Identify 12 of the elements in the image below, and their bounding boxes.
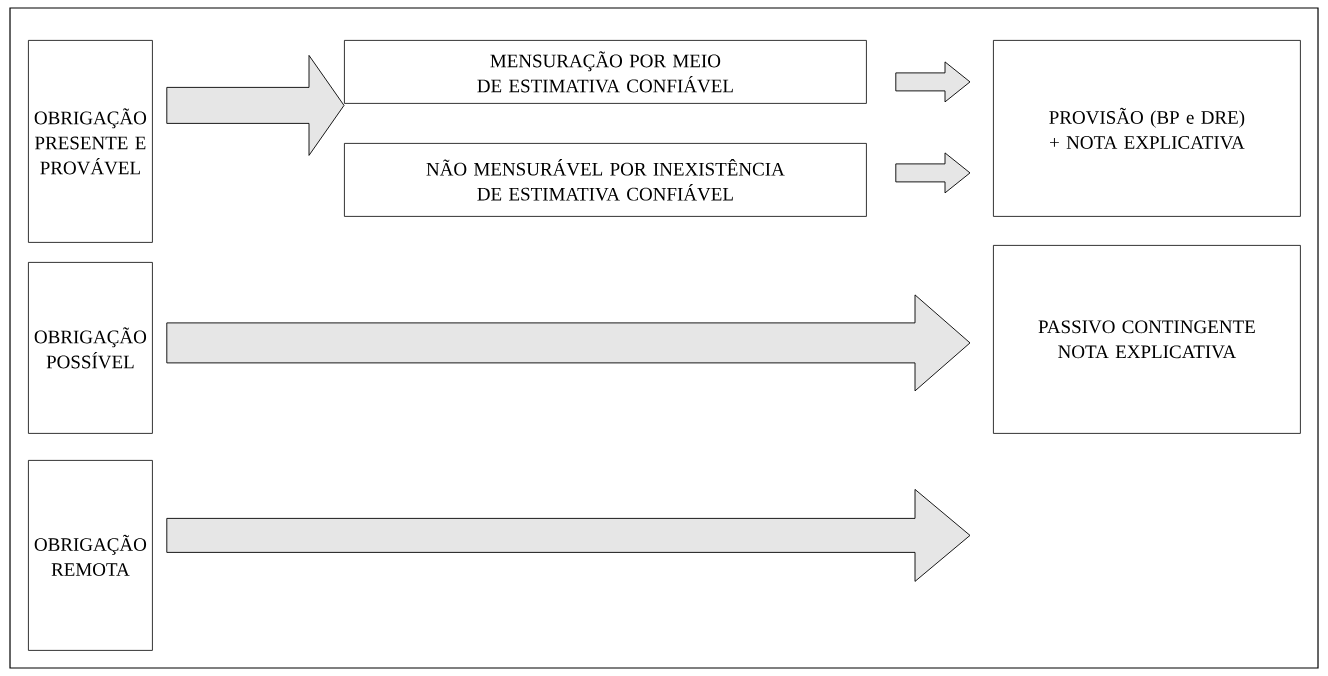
block-arrow — [166, 54, 345, 156]
block-arrow — [166, 294, 971, 392]
text-box: OBRIGAÇÃO PRESENTE E PROVÁVEL — [28, 40, 153, 243]
text-box: OBRIGAÇÃO POSSÍVEL — [28, 262, 153, 434]
block-arrow — [895, 61, 971, 103]
text-box: PROVISÃO (BP e DRE) + NOTA EXPLICATIVA — [993, 40, 1301, 217]
text-box: PASSIVO CONTINGENTE NOTA EXPLICATIVA — [993, 245, 1301, 434]
text-box: MENSURAÇÃO POR MEIO DE ESTIMATIVA CONFIÁVEL — [344, 40, 867, 104]
text-box: NÃO MENSURÁVEL POR INEXISTÊNCIA DE ESTIMATIVA CONFIÁVEL — [344, 143, 867, 217]
block-arrow — [166, 488, 971, 582]
block-arrow — [895, 152, 971, 194]
text-box: OBRIGAÇÃO REMOTA — [28, 460, 153, 651]
